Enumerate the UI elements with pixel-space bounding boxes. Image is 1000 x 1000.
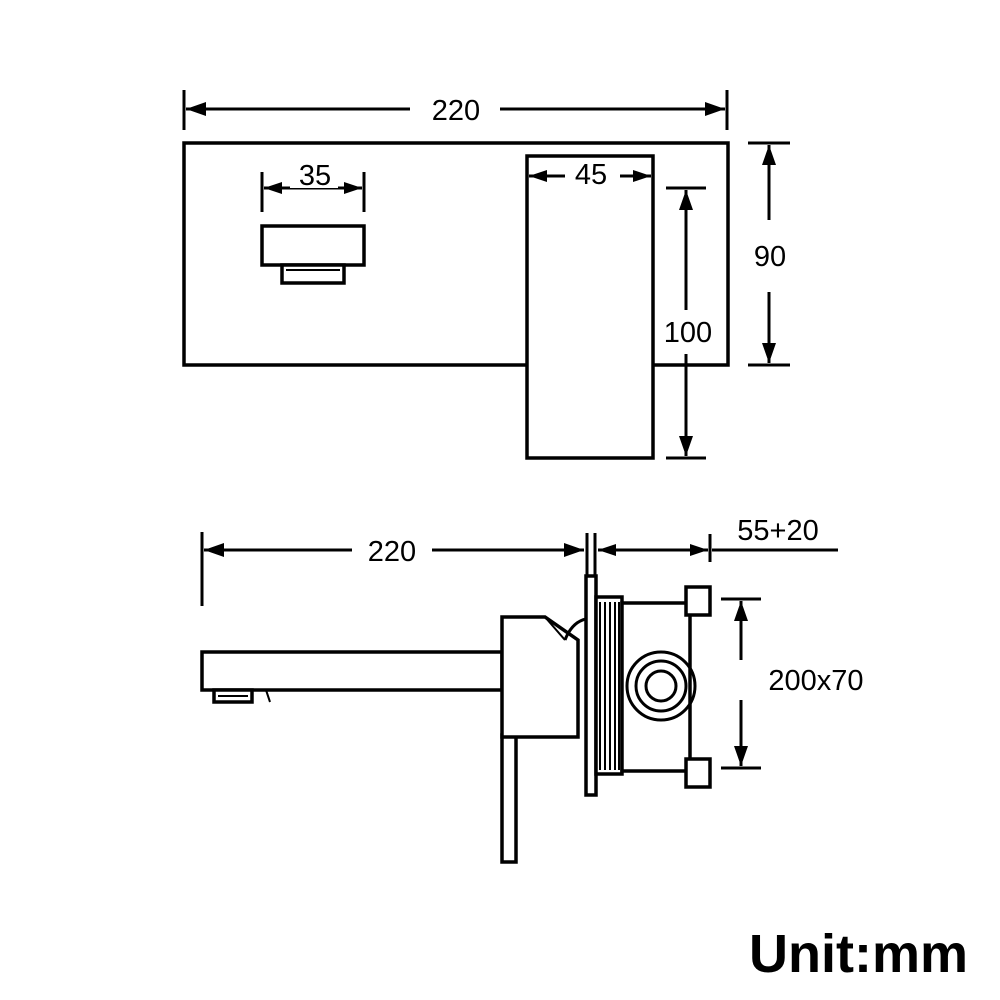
box-tab-top	[684, 585, 712, 617]
dim-plate-height: 90	[748, 141, 790, 367]
cartridge-inner	[644, 669, 678, 703]
dim-label-spout-width: 45	[575, 159, 607, 191]
dim-label-box-size: 200x70	[768, 665, 863, 697]
lever-stem-side	[500, 733, 518, 864]
box-tab-bottom	[684, 757, 712, 789]
dim-spout-width: 45	[525, 156, 655, 191]
lever-stem-top	[280, 263, 346, 285]
dim-label-wall-depth: 55+20	[737, 515, 818, 547]
dim-box-size: 200x70	[721, 597, 864, 770]
dim-label-lever-width: 35	[299, 160, 331, 192]
spout-side	[200, 650, 504, 692]
dim-overall-width: 220	[182, 90, 729, 130]
valve-body	[500, 615, 580, 739]
cartridge-outer	[625, 650, 697, 722]
spout-top	[525, 154, 655, 460]
dim-label-plate-height: 90	[754, 241, 786, 273]
top-view: 220 35 45	[182, 90, 790, 460]
dim-lever-width: 35	[260, 160, 366, 212]
thread-lines	[599, 602, 620, 770]
dim-spout-reach: 220	[200, 532, 584, 606]
dim-wall-depth: 55+20	[598, 515, 838, 562]
dim-label-spout-reach: 220	[368, 536, 416, 568]
side-view: 220 55+20 200x70	[200, 515, 864, 864]
dim-spout-length: 100	[660, 186, 716, 460]
dim-label-spout-length: 100	[664, 317, 712, 349]
unit-label: Unit:mm	[749, 924, 968, 984]
cartridge-ring	[634, 659, 688, 713]
embedded-box	[620, 601, 692, 773]
dim-label-overall-width: 220	[432, 95, 480, 127]
lever-handle-top	[260, 224, 366, 267]
